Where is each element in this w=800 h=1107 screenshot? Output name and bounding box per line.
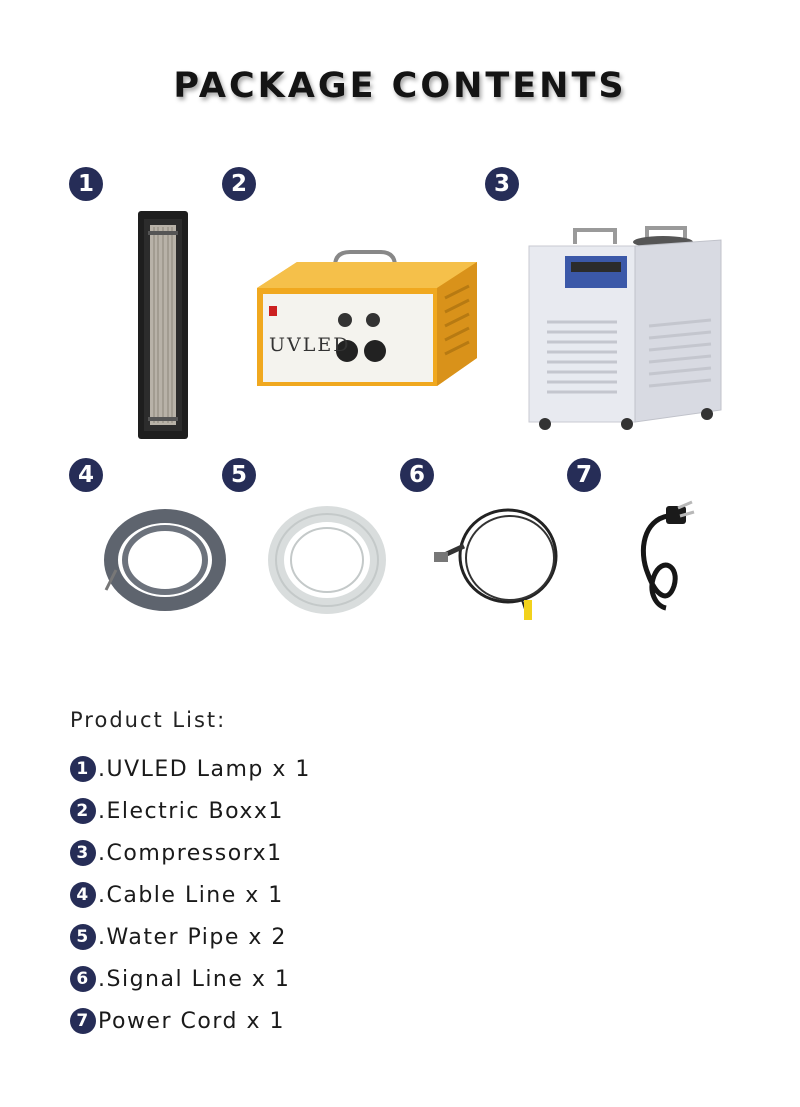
signal-line-image — [432, 500, 562, 625]
list-item-text: Power Cord x 1 — [98, 1008, 285, 1034]
list-item-text: .Compressorx1 — [98, 840, 283, 866]
badge-1: 1 — [69, 167, 103, 201]
list-item-text: .Electric Boxx1 — [98, 798, 284, 824]
uvled-lamp-image — [138, 211, 188, 439]
list-item-text: .Signal Line x 1 — [98, 966, 291, 992]
list-item-text: .UVLED Lamp x 1 — [98, 756, 311, 782]
list-item: 6.Signal Line x 1 — [70, 958, 311, 1000]
badge-3: 3 — [485, 167, 519, 201]
product-list-heading: Product List: — [70, 708, 227, 732]
electric-box-image: UVLED — [255, 250, 480, 390]
list-item: 3.Compressorx1 — [70, 832, 311, 874]
cable-line-image — [104, 508, 226, 612]
list-item-number: 2 — [70, 798, 96, 824]
list-item-text: .Water Pipe x 2 — [98, 924, 287, 950]
list-item-number: 7 — [70, 1008, 96, 1034]
list-item-number: 5 — [70, 924, 96, 950]
list-item: 5.Water Pipe x 2 — [70, 916, 311, 958]
list-item: 2.Electric Boxx1 — [70, 790, 311, 832]
list-item-number: 4 — [70, 882, 96, 908]
page-title: PACKAGE CONTENTS — [173, 66, 627, 106]
badge-4: 4 — [69, 458, 103, 492]
list-item-text: .Cable Line x 1 — [98, 882, 284, 908]
badge-5: 5 — [222, 458, 256, 492]
badge-7: 7 — [567, 458, 601, 492]
power-cord-image — [634, 500, 696, 612]
water-pipe-image — [268, 505, 386, 615]
list-item: 1.UVLED Lamp x 1 — [70, 748, 311, 790]
compressor-image — [527, 222, 723, 430]
badge-6: 6 — [400, 458, 434, 492]
electric-box-brand: UVLED — [269, 334, 351, 356]
badge-2: 2 — [222, 167, 256, 201]
product-list: 1.UVLED Lamp x 1 2.Electric Boxx1 3.Comp… — [70, 748, 311, 1042]
list-item-number: 3 — [70, 840, 96, 866]
list-item-number: 6 — [70, 966, 96, 992]
list-item-number: 1 — [70, 756, 96, 782]
list-item: 4.Cable Line x 1 — [70, 874, 311, 916]
